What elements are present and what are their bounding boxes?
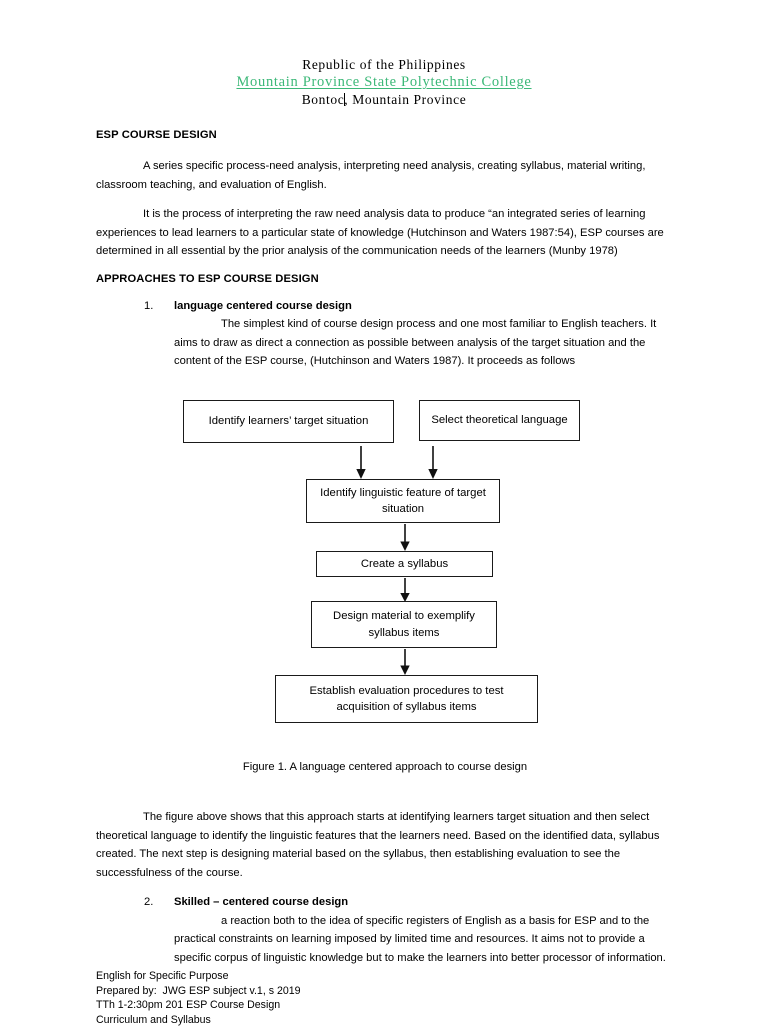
list-item-body: The simplest kind of course design proce… (174, 315, 674, 371)
flow-box-label: Design material to exemplify syllabus it… (333, 610, 475, 639)
letterhead-republic-line: Republic of the Philippines (302, 57, 466, 72)
flow-box-label: Establish evaluation procedures to test … (309, 684, 504, 714)
footer-line-curriculum: Curriculum and Syllabus (96, 1013, 211, 1026)
list-item-body-text: The simplest kind of course design proce… (174, 318, 657, 367)
footer-line-schedule: TTh 1-2:30pm 201 ESP Course Design (96, 999, 281, 1012)
flow-arrow-down-right (428, 446, 438, 479)
flow-box-identify-linguistic-feature[interactable]: Identify linguistic feature of target si… (306, 479, 500, 523)
intro-paragraph-1: A series specific process-need analysis,… (96, 157, 674, 194)
list-item-title: language centered course design (174, 299, 352, 312)
flow-box-identify-target-situation[interactable]: Identify learners’ target situation (183, 400, 394, 443)
page-title: ESP COURSE DESIGN (96, 129, 217, 141)
flow-box-label: Identify learners’ target situation (208, 415, 369, 428)
document-body-lower: The figure above shows that this approac… (96, 808, 674, 967)
spacer (96, 882, 674, 893)
intro-paragraph-2: It is the process of interpreting the ra… (96, 205, 674, 261)
list-item: 2. Skilled – centered course design a re… (96, 893, 674, 967)
list-item-title: Skilled – centered course design (174, 896, 349, 908)
flow-box-establish-evaluation[interactable]: Establish evaluation procedures to test … (275, 675, 538, 723)
letterhead-address-line: Bontoc, Mountain Province (0, 91, 768, 109)
flow-arrow-to-design-material (400, 578, 410, 602)
flow-arrow-to-create-syllabus (400, 524, 410, 551)
list-item-body-text: a reaction both to the idea of specific … (174, 914, 666, 964)
list-item: 1. language centered course design The s… (96, 297, 674, 371)
letterhead-college-name: Mountain Province State Polytechnic Coll… (236, 74, 532, 90)
letterhead-address-city: Bontoc (301, 92, 345, 107)
list-item-body: a reaction both to the idea of specific … (174, 912, 674, 968)
footer-line-prepared-by: Prepared by: JWG ESP subject v.1, s 2019 (96, 984, 301, 997)
intro-paragraph-2-text: It is the process of interpreting the ra… (96, 208, 664, 257)
letterhead-address-province: , Mountain Province (344, 92, 467, 107)
flow-box-create-syllabus[interactable]: Create a syllabus (316, 551, 493, 577)
text-caret (344, 93, 346, 106)
post-figure-paragraph-text: The figure above shows that this approac… (96, 811, 660, 879)
flow-box-label: Create a syllabus (360, 557, 449, 570)
spacer (96, 142, 674, 157)
flow-box-label: Identify linguistic feature of target si… (320, 486, 486, 516)
document-body: ESP COURSE DESIGN A series specific proc… (96, 128, 674, 371)
document-footer: English for Specific Purpose Prepared by… (96, 969, 596, 1027)
list-item-number: 1. (144, 299, 154, 312)
letterhead: Republic of the Philippines Mountain Pro… (0, 56, 768, 109)
footer-line-subject: English for Specific Purpose (96, 970, 229, 982)
flow-arrow-down-left (356, 446, 366, 479)
spacer (96, 194, 674, 205)
spacer (96, 286, 674, 297)
spacer (96, 261, 674, 272)
intro-paragraph-1-text: A series specific process-need analysis,… (96, 160, 646, 191)
list-item-number: 2. (144, 896, 154, 908)
post-figure-paragraph: The figure above shows that this approac… (96, 808, 674, 882)
flow-box-design-material[interactable]: Design material to exemplify syllabus it… (311, 601, 497, 648)
approaches-heading: APPROACHES TO ESP COURSE DESIGN (96, 272, 319, 285)
figure-caption: Figure 1. A language centered approach t… (242, 761, 528, 773)
flow-box-select-theoretical-language[interactable]: Select theoretical language (419, 400, 580, 441)
flow-arrow-to-establish-evaluation (400, 649, 410, 675)
flow-box-label: Select theoretical language (431, 414, 568, 427)
